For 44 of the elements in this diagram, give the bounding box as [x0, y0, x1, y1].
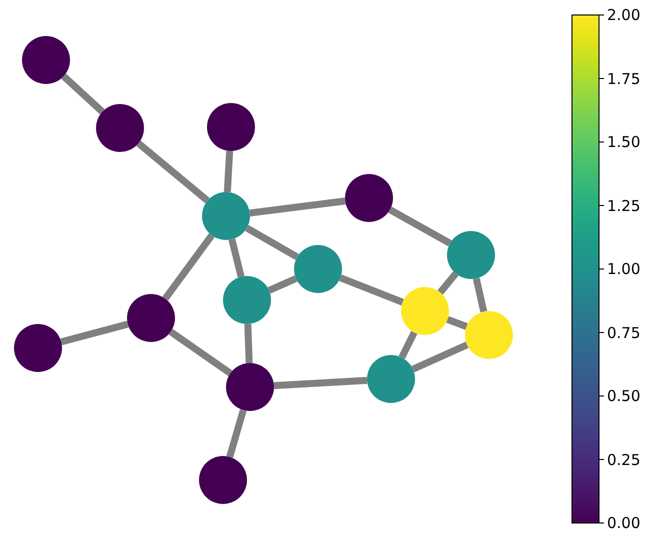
graph-node-circle — [367, 355, 415, 403]
graph-node-circle — [401, 287, 449, 335]
edge-line — [168, 328, 232, 376]
edge-line — [162, 233, 215, 301]
edge-line — [245, 224, 299, 260]
colorbar-tick-label: 1.00 — [607, 260, 640, 278]
graph-node-circle — [14, 324, 62, 372]
graph-node-circle — [345, 174, 393, 222]
edge-line — [228, 238, 245, 278]
edge-line — [438, 271, 458, 295]
graph-node-circle — [96, 104, 144, 152]
colorbar-tick-label: 0.50 — [607, 387, 640, 405]
edge-line — [411, 342, 469, 372]
colorbar-tick-label: 0.00 — [607, 514, 640, 532]
edge-line — [224, 150, 234, 192]
graph-node-circle — [202, 192, 250, 240]
edge-line — [136, 140, 210, 204]
graph-node-circle — [447, 231, 495, 279]
colorbar-tick-label: 0.25 — [607, 450, 640, 468]
edge-line — [472, 278, 488, 312]
edge-line — [61, 74, 105, 114]
edge-line — [388, 206, 452, 246]
colorbar-tick-label: 1.50 — [607, 133, 640, 151]
edge-line — [339, 274, 404, 306]
edge-line — [398, 330, 418, 360]
edge-line — [268, 275, 298, 294]
graph-node-circle — [294, 245, 342, 293]
edge-line — [249, 198, 346, 216]
edge-line — [244, 324, 253, 364]
colorbar-tick-label: 2.00 — [607, 6, 640, 24]
graph-node-circle — [127, 294, 175, 342]
graph-node-circle — [207, 103, 255, 151]
graph-node-circle — [223, 276, 271, 324]
colorbar-tick-label: 1.25 — [607, 196, 640, 214]
edge-line — [60, 320, 129, 346]
graph-node-circle — [465, 311, 513, 359]
edge-line — [446, 316, 468, 330]
graph-node-circle — [199, 456, 247, 504]
colorbar-tick-label: 0.75 — [607, 324, 640, 342]
edge-line — [274, 376, 368, 390]
colorbar-tick-label: 1.75 — [607, 70, 640, 88]
graph-node-circle — [226, 363, 274, 411]
graph-node-circle — [22, 36, 70, 84]
edge-line — [226, 409, 247, 458]
